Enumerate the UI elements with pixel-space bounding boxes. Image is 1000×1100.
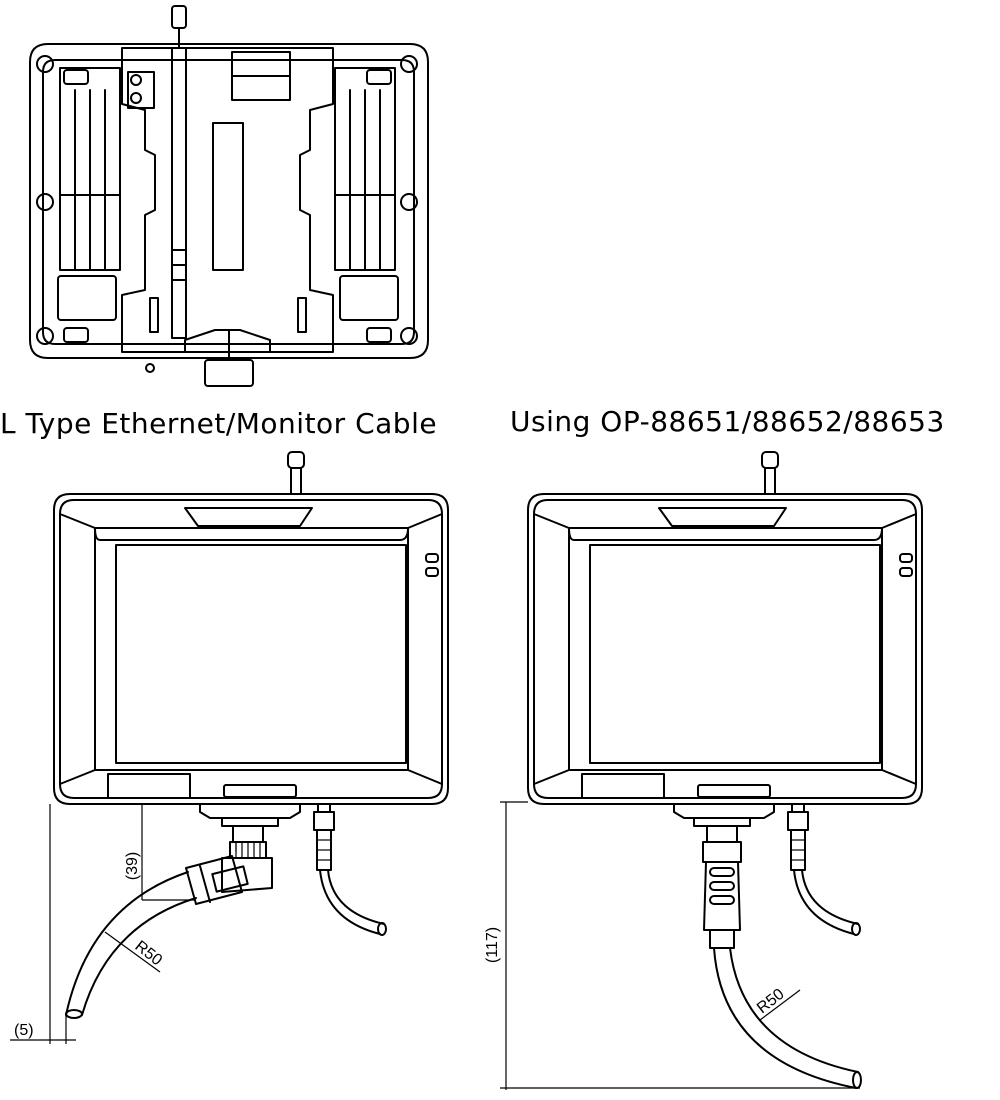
dim-39: (39) (124, 852, 141, 880)
heading-op-cable: Using OP-88651/88652/88653 (510, 405, 945, 438)
dim-117: (117) (484, 927, 501, 963)
dim-r50-left: R50 (132, 938, 166, 970)
heading-l-type-cable: L Type Ethernet/Monitor Cable (0, 407, 438, 440)
dim-5: (5) (14, 1022, 34, 1039)
front-view-op-cable (500, 451, 923, 1090)
front-view-l-type (10, 451, 449, 1044)
rear-view (29, 5, 429, 387)
